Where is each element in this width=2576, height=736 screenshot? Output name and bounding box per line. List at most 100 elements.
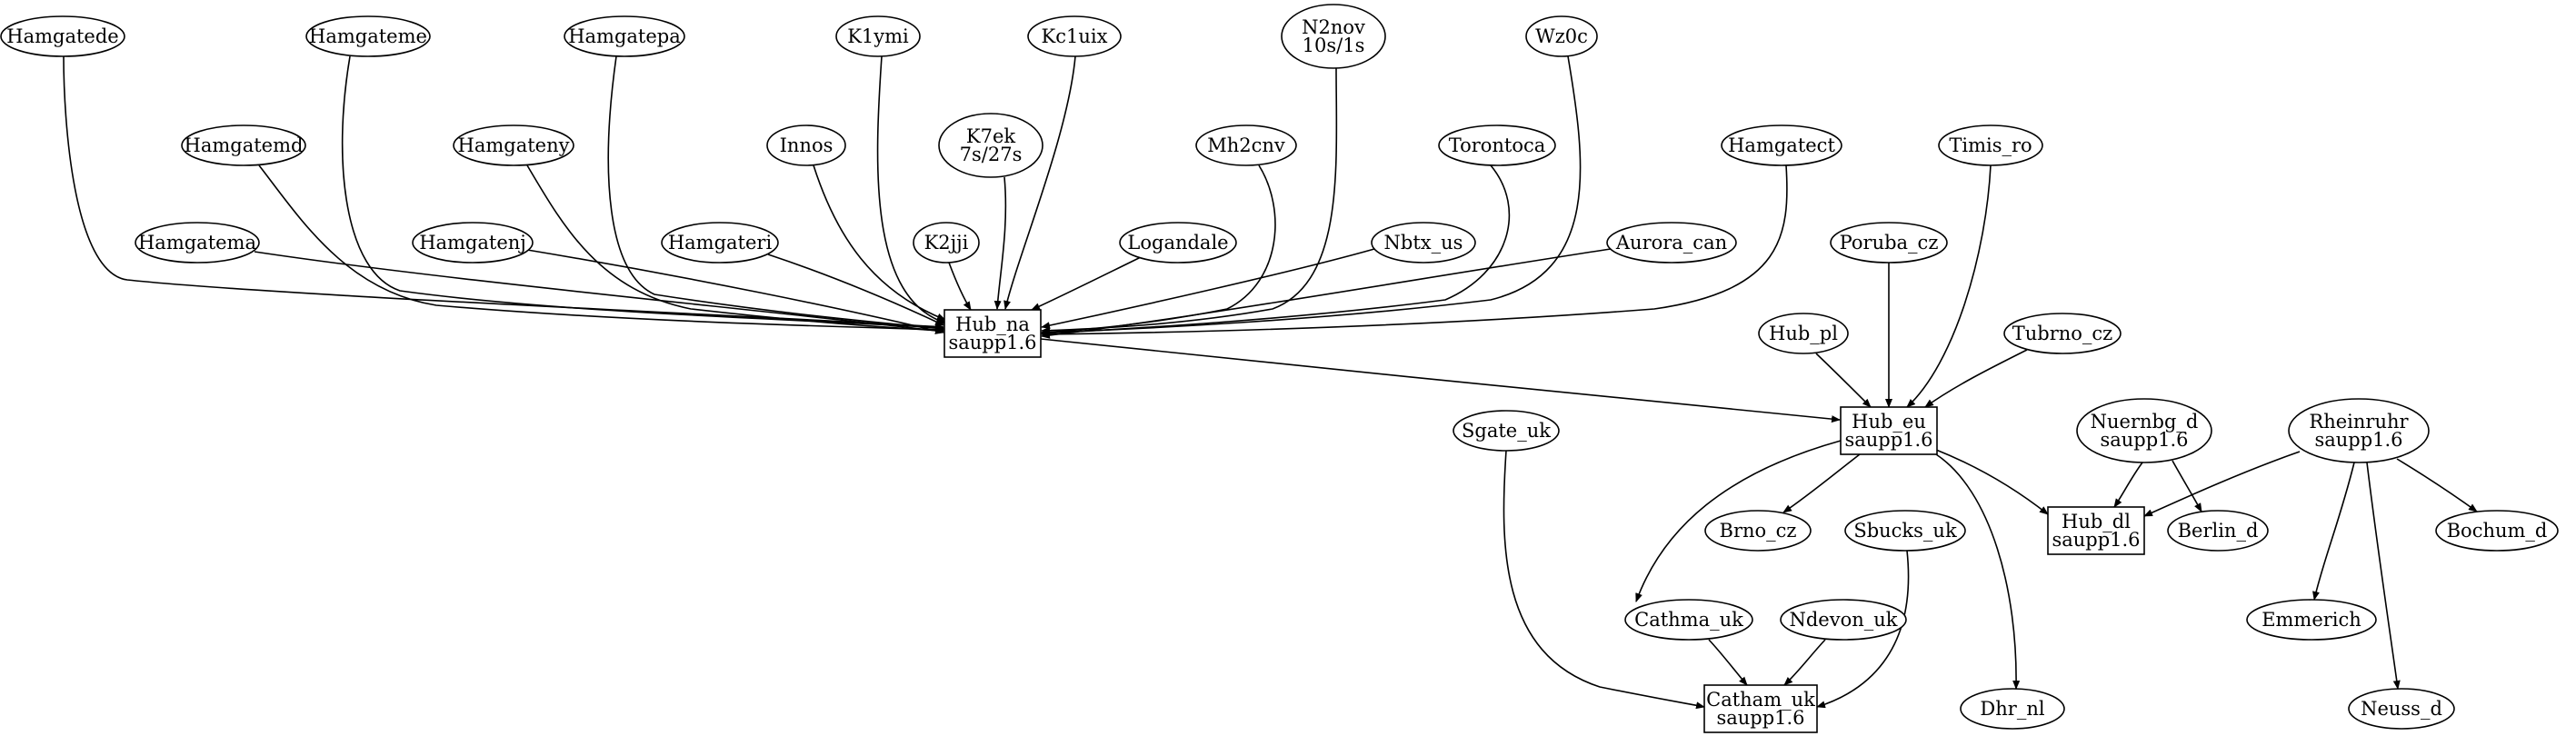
node-sgate_uk-label-0: Sgate_uk [1462,420,1551,442]
node-sgate_uk[interactable]: Sgate_uk [1453,410,1560,452]
node-k2jji-label-0: K2jji [924,232,969,254]
node-hamgatepa-label-0: Hamgatepa [568,25,681,47]
node-ndevon_uk-ellipse [1780,599,1907,641]
node-hamgateme-ellipse [305,15,431,57]
node-torontoca[interactable]: Torontoca [1438,124,1556,166]
node-emmerich[interactable]: Emmerich [2246,599,2377,641]
node-k7ek-ellipse [938,113,1043,178]
edge-hamgatect-to-hub_na [1041,164,1788,338]
edge-nbtx_us-to-hub_na [1041,248,1375,330]
node-k1ymi[interactable]: K1ymi [835,15,921,57]
node-hamgatede[interactable]: Hamgatede [0,15,125,57]
edge-rheinruhr-to-hub_dl [2143,451,2301,517]
edge-rheinruhr-to-emmerich [2312,462,2355,601]
edge-hamgateny-to-hub_na [526,164,944,334]
edge-wz0c-to-hub_na [1041,55,1582,336]
node-tubrno_cz-ellipse [2003,313,2122,354]
node-tubrno_cz[interactable]: Tubrno_cz [2003,313,2122,354]
node-tubrno_cz-label-0: Tubrno_cz [2012,323,2113,344]
node-hamgatepa-ellipse [564,15,685,57]
node-timis_ro-ellipse [1938,124,2043,166]
edge-mh2cnv-to-hub_na [1041,164,1276,336]
node-hamgatenj[interactable]: Hamgatenj [412,222,534,264]
edge-hub_na-to-hub_eu [1040,338,1841,423]
nodes-layer: Hamgatede Hamgateme Hamgatepa K1ymi Kc1uix N2… [0,4,2559,733]
edge-k2jji-to-hub_na [948,262,972,311]
node-timis_ro[interactable]: Timis_ro [1938,124,2043,166]
node-hamgateme-label-0: Hamgateme [309,25,427,47]
node-innos[interactable]: Innos [766,124,846,166]
node-dhr_nl-ellipse [1960,688,2065,730]
node-nbtx_us-ellipse [1371,222,1476,264]
node-cathma_uk[interactable]: Cathma_uk [1624,599,1753,641]
node-dhr_nl[interactable]: Dhr_nl [1960,688,2065,730]
node-hub_dl-label-0: Hub_dl [2062,511,2131,532]
node-k1ymi-label-0: K1ymi [847,25,909,47]
node-n2nov-ellipse [1281,4,1386,69]
node-mh2cnv-ellipse [1195,124,1297,166]
node-cathma_uk-ellipse [1624,599,1753,641]
node-hamgatect[interactable]: Hamgatect [1721,124,1842,166]
node-nbtx_us[interactable]: Nbtx_us [1371,222,1476,264]
node-berlin_d[interactable]: Berlin_d [2167,510,2269,552]
node-hub_eu-label-1: saupp1.6 [1844,429,1932,451]
node-neuss_d-label-0: Neuss_d [2361,698,2442,720]
node-brno_cz[interactable]: Brno_cz [1704,510,1812,552]
edge-ndevon_uk-to-catham_uk [1783,639,1826,686]
edge-logandale-to-hub_na [1031,256,1142,311]
node-n2nov-label-0: N2nov [1302,16,1365,38]
edge-innos-to-hub_na [813,164,946,321]
node-wz0c-ellipse [1525,15,1598,57]
node-logandale[interactable]: Logandale [1119,222,1237,264]
node-mh2cnv-label-0: Mh2cnv [1207,134,1285,156]
node-hamgateny[interactable]: Hamgateny [453,124,574,166]
node-hub_na-label-0: Hub_na [955,313,1030,335]
edge-hamgatema-to-hub_na [254,251,944,334]
edge-hamgatepa-to-hub_na [607,55,944,333]
node-hamgatema[interactable]: Hamgatema [135,222,260,264]
node-nuernbg_d-ellipse [2076,398,2212,463]
node-wz0c[interactable]: Wz0c [1525,15,1598,57]
node-hamgatede-ellipse [0,15,125,57]
edge-torontoca-to-hub_na [1041,164,1511,337]
node-hamgatemd-label-0: Hamgatemd [185,134,304,156]
node-timis_ro-label-0: Timis_ro [1949,134,2032,156]
edge-hamgateri-to-hub_na [767,254,944,326]
node-hamgatemd[interactable]: Hamgatemd [181,124,306,166]
node-bochum_d[interactable]: Bochum_d [2435,510,2559,552]
node-neuss_d[interactable]: Neuss_d [2348,688,2455,730]
node-hub_pl[interactable]: Hub_pl [1758,313,1849,354]
node-hub_dl-label-1: saupp1.6 [2052,529,2140,551]
node-sbucks_uk[interactable]: Sbucks_uk [1844,510,1966,552]
node-poruba_cz[interactable]: Poruba_cz [1830,222,1948,264]
node-hamgatepa[interactable]: Hamgatepa [564,15,685,57]
node-k2jji[interactable]: K2jji [913,222,980,264]
node-ndevon_uk[interactable]: Ndevon_uk [1780,599,1907,641]
node-aurora_can[interactable]: Aurora_can [1606,222,1737,264]
node-hub_eu-label-0: Hub_eu [1852,411,1926,433]
node-hub_pl-label-0: Hub_pl [1769,323,1838,344]
node-kc1uix[interactable]: Kc1uix [1027,15,1122,57]
edge-sbucks_uk-to-catham_uk [1816,550,1910,709]
node-mh2cnv[interactable]: Mh2cnv [1195,124,1297,166]
node-hamgateme[interactable]: Hamgateme [305,15,431,57]
node-cathma_uk-label-0: Cathma_uk [1634,609,1743,631]
node-nuernbg_d-label-0: Nuernbg_d [2091,411,2199,433]
node-hamgatema-label-0: Hamgatema [138,232,256,254]
node-hamgatede-label-0: Hamgatede [6,25,118,47]
edge-hamgatemd-to-hub_na [258,164,944,333]
edge-k1ymi-to-hub_na [876,55,948,325]
node-hub_dl-box [2047,506,2145,555]
node-emmerich-ellipse [2246,599,2377,641]
node-rheinruhr-ellipse [2288,398,2430,463]
node-nuernbg_d-label-1: saupp1.6 [2100,429,2188,451]
node-hamgateri[interactable]: Hamgateri [661,222,779,264]
